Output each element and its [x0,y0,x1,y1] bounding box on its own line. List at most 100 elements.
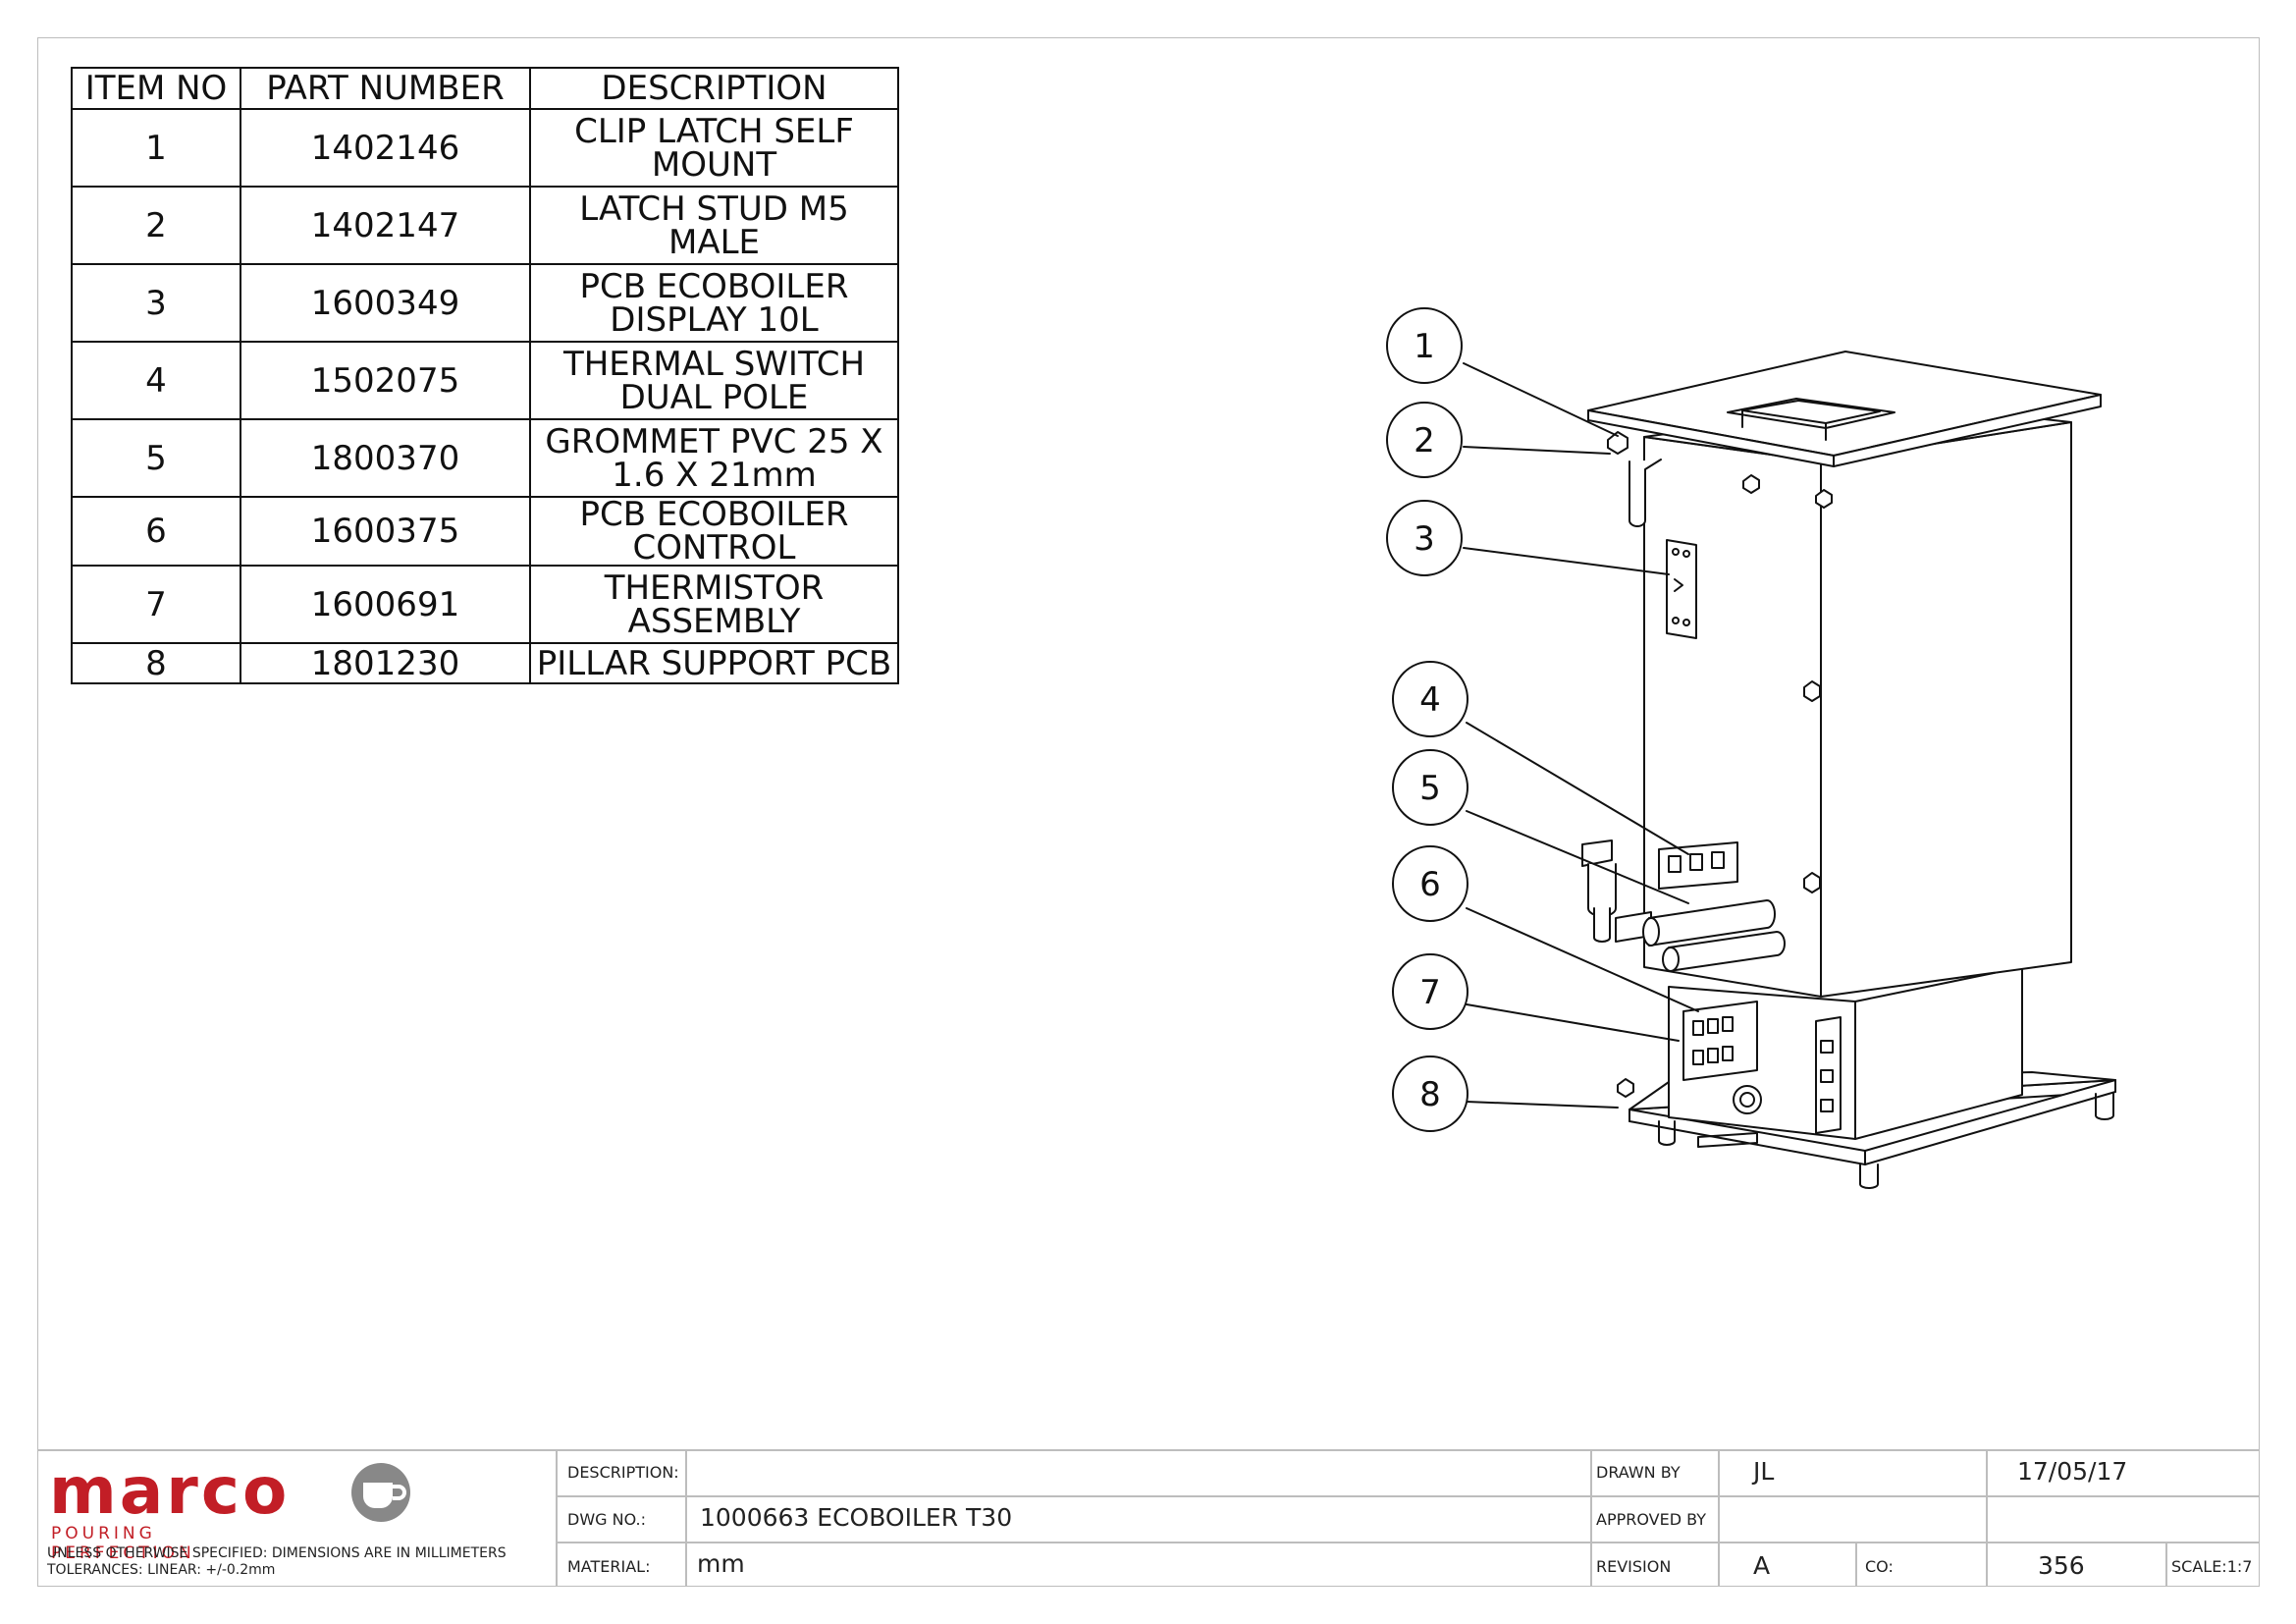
description-line-2: MALE [667,222,761,262]
thermal-switch [1658,841,1738,890]
logo-wordmark: marco [49,1453,291,1529]
balloon-6 [1392,845,1468,922]
leader-line-7 [1466,1003,1680,1042]
grommet-pipes [1642,899,1786,972]
balloon-4 [1392,661,1468,737]
balloon-label-5: 5 [1419,769,1441,808]
item-no: 5 [71,418,241,498]
description-line-2: DISPLAY 10L [610,299,819,340]
part-number: 1800370 [240,418,531,498]
drawn-date: 17/05/17 [2017,1457,2128,1486]
scale-label: SCALE:1:7 [2171,1557,2253,1576]
item-no: 8 [71,642,241,684]
drawn-by-label: DRAWN BY [1596,1463,1681,1482]
balloon-label-3: 3 [1414,519,1435,559]
balloon-label-2: 2 [1414,421,1435,460]
co-label: CO: [1865,1557,1894,1576]
table-row: 8 1801230 PILLAR SUPPORT PCB [71,642,899,684]
notes-dimensions: UNLESS OTHERWISE SPECIFIED: DIMENSIONS A… [47,1545,507,1561]
material-value: mm [697,1549,745,1578]
part-number: 1600691 [240,565,531,644]
coffee-cup-icon [351,1463,410,1522]
description-line-1: PILLAR SUPPORT PCB [536,643,892,683]
leader-line-3 [1463,547,1670,575]
dwg-no-value: 1000663 ECOBOILER T30 [700,1503,1013,1532]
drawn-by-value: JL [1753,1457,1775,1486]
description-line-2: ASSEMBLY [627,601,801,641]
part-number: 1402146 [240,108,531,188]
balloon-3 [1386,500,1463,576]
header-description: DESCRIPTION [529,67,899,110]
control-pcb [1682,1001,1842,1134]
balloon-label-6: 6 [1419,865,1441,904]
balloon-8 [1392,1056,1468,1132]
balloon-label-4: 4 [1419,680,1441,720]
description-line-1: PCB ECOBOILER [579,266,849,306]
description-line-2: 1.6 X 21mm [612,455,817,495]
item-no: 1 [71,108,241,188]
approved-by-label: APPROVED BY [1596,1510,1707,1529]
parts-table: ITEM NO PART NUMBER DESCRIPTION 1 140214… [71,67,899,684]
description-line-1: CLIP LATCH SELF [574,111,854,151]
balloon-label-7: 7 [1419,973,1441,1012]
balloon-5 [1392,749,1468,826]
header-part-number: PART NUMBER [240,67,531,110]
general-notes: UNLESS OTHERWISE SPECIFIED: DIMENSIONS A… [47,1545,507,1579]
description-line-2: CONTROL [632,528,796,568]
revision-value: A [1753,1551,1771,1580]
item-no: 2 [71,186,241,265]
display-pcb [1666,539,1697,639]
logo-tagline: POURING PERFECTION [51,1524,195,1563]
description-line-2: DUAL POLE [619,377,809,417]
description-line-1: THERMAL SWITCH [562,344,866,384]
callout-balloons: 1 2 3 4 5 6 7 8 [1386,307,1699,1132]
balloon-7 [1392,953,1468,1030]
boiler-body [1643,402,2072,998]
balloon-2 [1386,402,1463,478]
latch-studs [1607,431,1833,893]
description-line-1: GROMMET PVC 25 X [545,421,883,461]
drawing-frame [37,37,2260,1587]
leader-line-2 [1463,446,1611,455]
item-no: 7 [71,565,241,644]
table-header-row: ITEM NO PART NUMBER DESCRIPTION [71,67,899,110]
boiler-lid [1587,351,2102,467]
balloon-1 [1386,307,1463,384]
description-line-1: LATCH STUD M5 [579,189,849,229]
leader-line-5 [1466,810,1689,904]
leader-line-6 [1466,907,1699,1012]
tap [1581,839,1652,943]
part-number: 1600349 [240,263,531,343]
notes-tolerances: TOLERANCES: LINEAR: +/-0.2mm [47,1562,276,1578]
header-item-no: ITEM NO [71,67,241,110]
description-line-1: PCB ECOBOILER [579,495,849,534]
leader-line-4 [1466,722,1689,855]
co-value: 356 [2038,1551,2085,1580]
part-number: 1502075 [240,341,531,420]
inlet-pipe [1629,459,1662,527]
description-line-1: THERMISTOR [604,568,825,608]
balloon-label-1: 1 [1414,327,1435,366]
title-block: marco POURING PERFECTION UNLESS OTHERWIS… [37,1449,2260,1587]
description: PILLAR SUPPORT PCB [529,642,899,684]
dwg-no-label: DWG NO.: [567,1510,647,1529]
description-label: DESCRIPTION: [567,1463,679,1482]
item-no: 6 [71,496,241,567]
pillar-support [1617,1078,1634,1098]
leader-line-1 [1463,362,1619,437]
revision-label: REVISION [1596,1557,1672,1576]
item-no: 3 [71,263,241,343]
